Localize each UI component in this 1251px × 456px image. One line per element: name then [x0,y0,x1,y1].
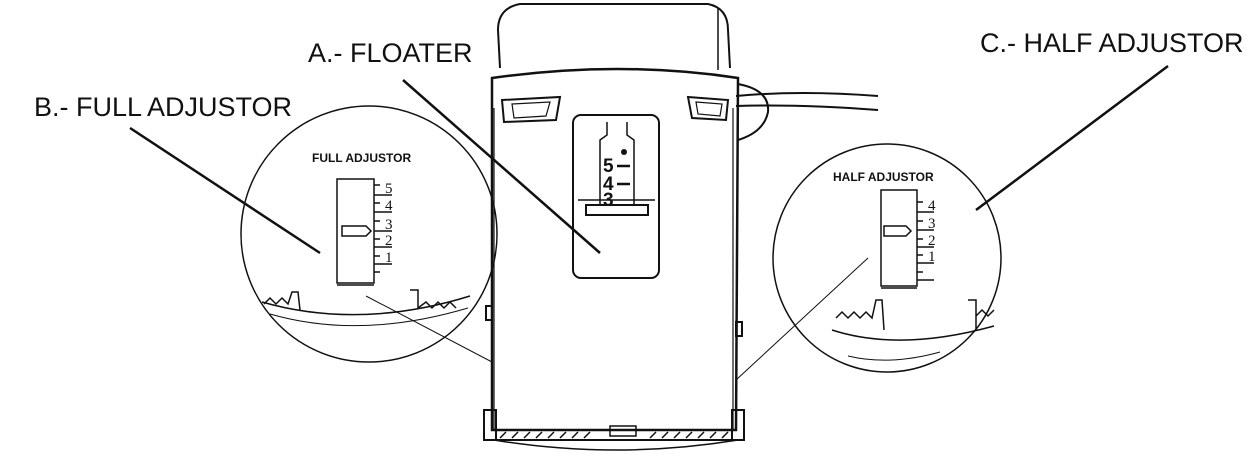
full-inset-circle [240,105,498,363]
half-tick-3: 3 [928,216,936,232]
machine-body [483,3,879,451]
full-tick-3: 3 [385,217,393,233]
floater-tick-5: 5 [603,156,614,177]
half-adjustor-label: C.- HALF ADJUSTOR [980,28,1244,58]
floater-tick-4: 4 [603,174,614,195]
full-tick-4: 4 [385,198,393,214]
full-tick-2: 2 [385,233,393,249]
full-tick-1: 1 [385,250,393,266]
base-teeth [499,431,729,439]
floater-window [572,114,660,279]
floater-leader [402,79,601,254]
machine-lid [496,3,731,69]
half-tick-2: 2 [928,233,936,249]
half-inset-title: HALF ADJUSTOR [833,170,934,184]
half-leader [975,65,1169,211]
callout-leaders [129,65,1169,255]
half-tick-4: 4 [928,198,936,214]
full-adjustor-label: B.- FULL ADJUSTOR [34,92,292,122]
full-adjustor-inset: FULL ADJUSTOR 5 4 3 2 1 [240,105,498,363]
floater-dot [621,149,627,155]
full-tick-5: 5 [385,181,393,197]
half-tick-1: 1 [928,249,936,265]
floater-label: A.- FLOATER [308,38,473,68]
full-inset-title: FULL ADJUSTOR [312,151,411,165]
half-inset-circle [772,143,1002,373]
inset-connectors [365,257,869,381]
floater-scale: 5 4 3 [603,149,630,211]
half-adjustor-inset: HALF ADJUSTOR 4 3 2 1 [772,143,1002,373]
full-leader [129,126,321,255]
floater-tick-3: 3 [603,190,614,211]
